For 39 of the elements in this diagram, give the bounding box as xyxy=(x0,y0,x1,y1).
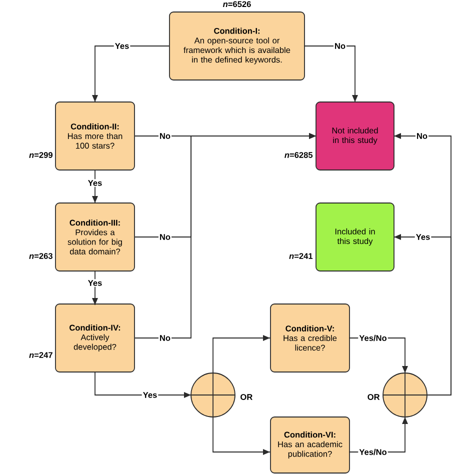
edge-label: No xyxy=(335,43,346,49)
count-label: n=247 xyxy=(29,352,52,358)
or-gate-circle xyxy=(382,372,428,418)
gate-label: OR xyxy=(240,394,252,400)
arrow xyxy=(92,270,98,306)
condition-box: Condition-III: Provides a solution for big data domain? xyxy=(55,202,135,272)
or-gate-circle xyxy=(190,372,236,418)
arrow xyxy=(394,234,452,396)
count-label: n=299 xyxy=(29,152,52,158)
condition-box: Condition-IV: Actively developed? xyxy=(55,304,135,372)
edge-label: No xyxy=(160,234,170,240)
condition-box: Condition-VI: Has an academic publication? xyxy=(270,416,350,474)
edge-label: Yes xyxy=(88,180,102,186)
arrow xyxy=(212,416,270,455)
arrow xyxy=(94,372,192,398)
edge-label: No xyxy=(160,133,170,139)
count-label: n=241 xyxy=(289,253,313,259)
edge-label: No xyxy=(417,133,428,139)
arrow xyxy=(92,170,98,204)
edge-label: Yes xyxy=(143,392,157,398)
edge-label: Yes xyxy=(88,280,102,286)
condition-box: Condition-I: An open-source tool or framework which is available in the defined keywords. xyxy=(169,12,305,80)
count-label: n=263 xyxy=(29,253,52,259)
result-box: Not included in this study xyxy=(316,102,394,170)
edge-label: Yes xyxy=(114,43,129,49)
condition-box: Condition-II: Has more than 100 stars? xyxy=(55,102,135,170)
gate-label: OR xyxy=(368,394,380,400)
count-label: n=6526 xyxy=(222,1,251,8)
edge-label: Yes/No xyxy=(359,448,386,456)
arrow xyxy=(92,46,170,102)
result-box: Included in this study xyxy=(316,202,394,272)
edge-label: Yes xyxy=(416,234,430,240)
arrow xyxy=(134,133,316,338)
arrow xyxy=(212,335,270,374)
condition-box: Condition-V: Has a credible licence? xyxy=(270,304,350,372)
edge-label: No xyxy=(160,335,170,341)
edge-label: Yes/No xyxy=(359,334,386,342)
arrow xyxy=(304,46,358,102)
count-label: n=6285 xyxy=(284,152,313,158)
